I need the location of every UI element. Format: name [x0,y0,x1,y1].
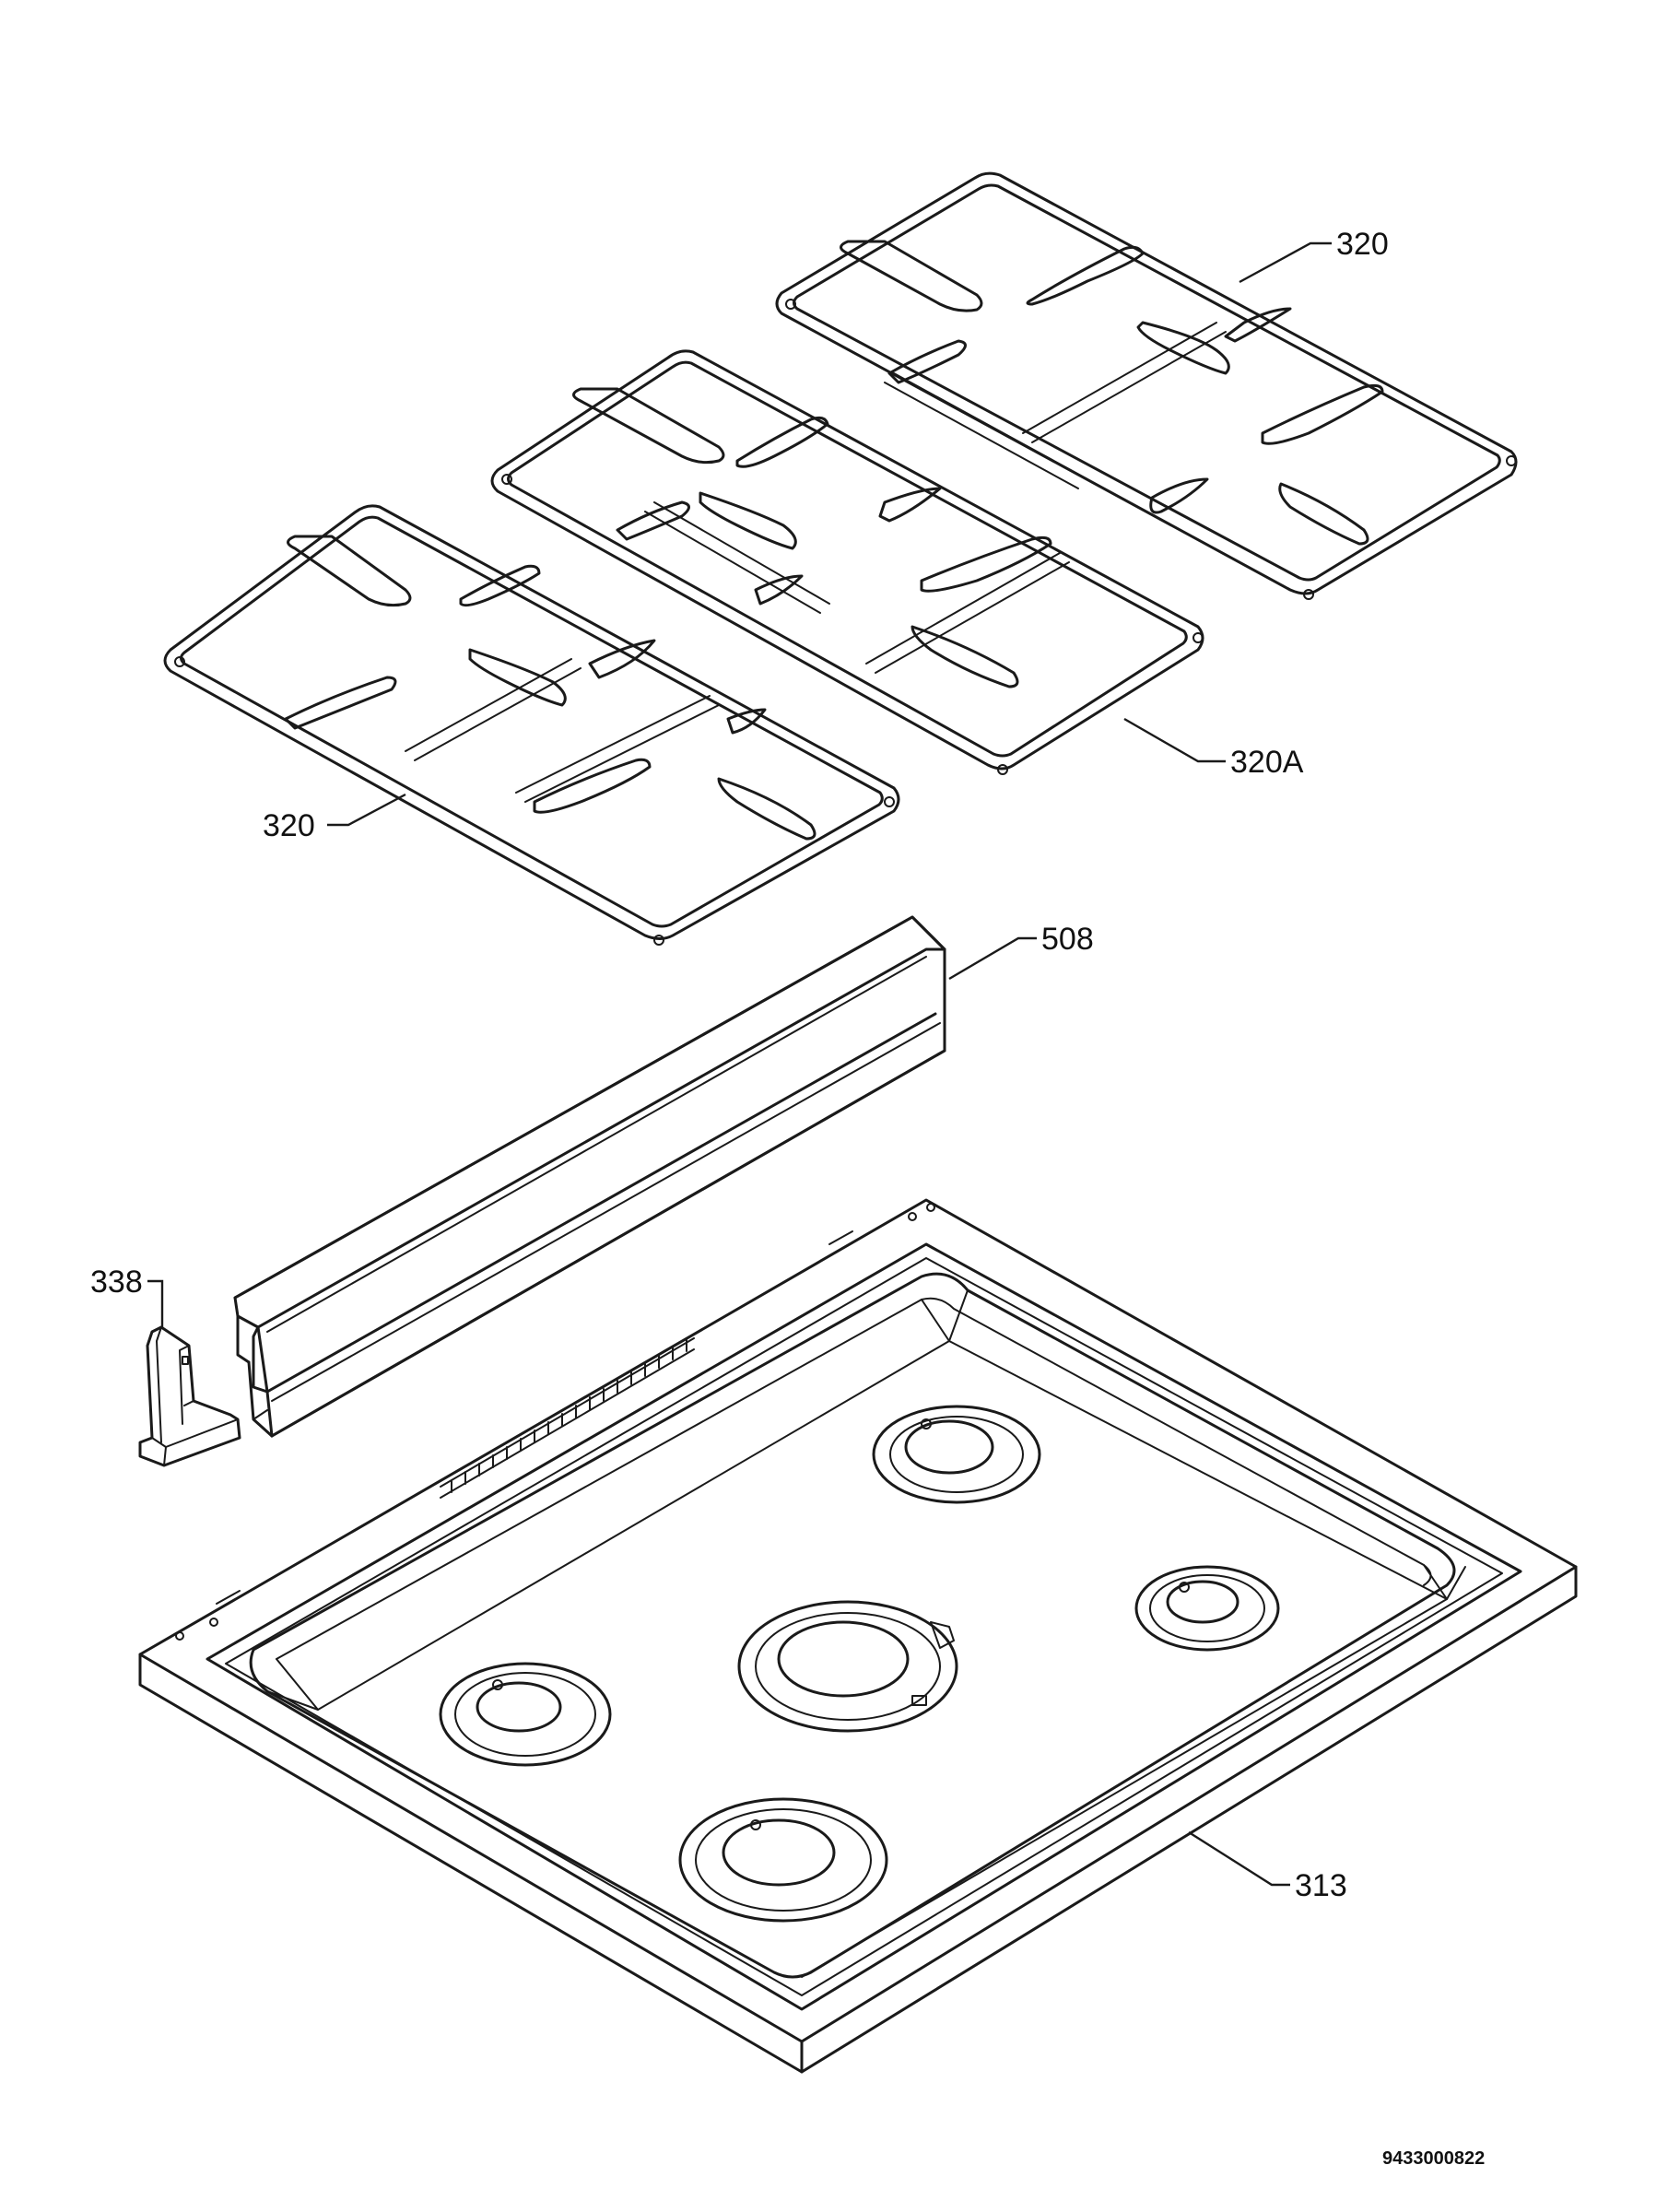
grate-left[interactable] [163,504,900,946]
cooktop-pan[interactable] [138,1198,1578,2074]
grate-right[interactable] [775,171,1518,600]
label-313: 313 [1295,1868,1347,1903]
leader-320a [1123,717,1226,763]
control-panel-bracket[interactable] [233,915,946,1438]
burner-center [737,1600,958,1733]
leader-338 [147,1279,164,1327]
document-number: 9433000822 [1382,2148,1485,2169]
label-320-left: 320 [263,808,315,843]
leader-320-left [327,793,406,827]
label-320-right: 320 [1336,227,1389,262]
burner-right [1134,1565,1280,1652]
label-508: 508 [1041,922,1094,957]
support-clip[interactable] [138,1325,241,1467]
label-338: 338 [90,1265,143,1300]
grate-middle[interactable] [490,349,1204,775]
leader-320-right [1239,241,1332,284]
burner-rear [872,1405,1041,1504]
vent-slots [440,1337,695,1499]
leader-313 [1188,1830,1290,1887]
burner-front [678,1797,888,1923]
burner-left [439,1662,612,1767]
label-320a: 320A [1230,745,1304,780]
leader-508 [948,936,1037,981]
